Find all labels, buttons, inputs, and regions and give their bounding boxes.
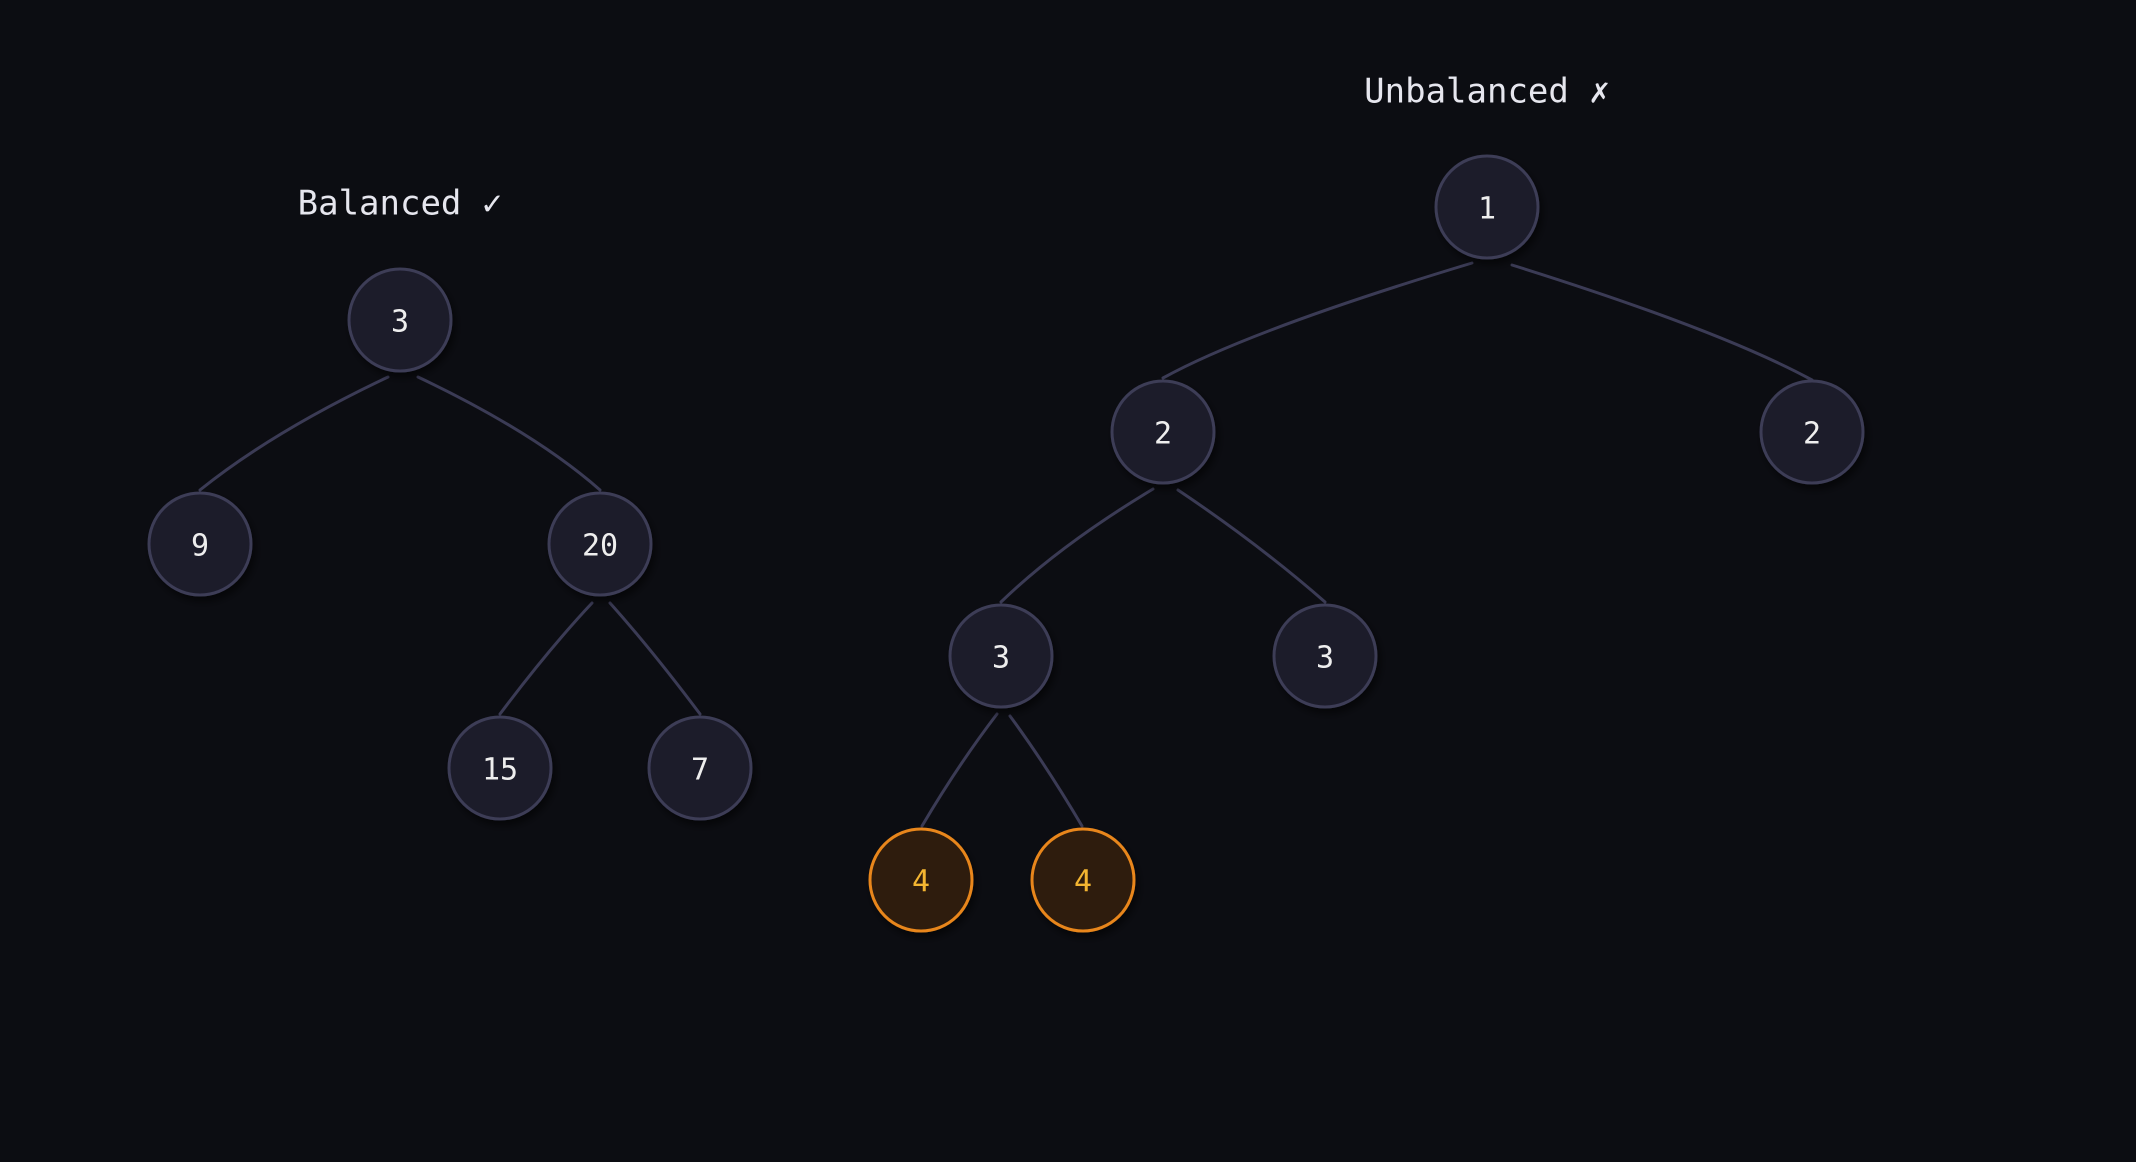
tree-node: 7 bbox=[647, 715, 753, 821]
tree-node: 3 bbox=[1272, 603, 1378, 709]
node-label: 9 bbox=[191, 529, 209, 564]
node-circle bbox=[547, 491, 653, 597]
edge bbox=[416, 375, 602, 492]
edge bbox=[498, 601, 594, 716]
node-label: 3 bbox=[992, 641, 1010, 676]
node-circle bbox=[1030, 827, 1136, 933]
balanced-tree-title: Balanced ✓ bbox=[298, 184, 503, 224]
node-label: 2 bbox=[1154, 417, 1172, 452]
tree-node: 20 bbox=[547, 491, 653, 597]
node-circle bbox=[347, 267, 453, 373]
tree-node: 15 bbox=[447, 715, 553, 821]
edge bbox=[1008, 714, 1084, 828]
tree-node: 2 bbox=[1110, 379, 1216, 485]
node-circle bbox=[948, 603, 1054, 709]
unbalanced-tree: Unbalanced ✗ 1 2 2 3 3 bbox=[868, 72, 1865, 933]
tree-node: 3 bbox=[948, 603, 1054, 709]
node-label: 1 bbox=[1478, 192, 1496, 227]
balanced-tree-edges bbox=[198, 375, 702, 716]
edge bbox=[920, 712, 999, 828]
node-circle bbox=[647, 715, 753, 821]
node-label: 2 bbox=[1803, 417, 1821, 452]
node-circle bbox=[1110, 379, 1216, 485]
edge bbox=[1161, 261, 1474, 380]
node-label: 20 bbox=[582, 529, 618, 564]
unbalanced-tree-edges bbox=[920, 261, 1814, 828]
tree-node: 1 bbox=[1434, 154, 1540, 260]
node-label: 4 bbox=[912, 865, 930, 900]
node-circle bbox=[1759, 379, 1865, 485]
tree-node: 4 bbox=[868, 827, 974, 933]
node-circle bbox=[147, 491, 253, 597]
tree-node: 2 bbox=[1759, 379, 1865, 485]
unbalanced-tree-title: Unbalanced ✗ bbox=[1364, 72, 1610, 112]
edge bbox=[1510, 263, 1814, 382]
node-circle bbox=[447, 715, 553, 821]
balanced-tree: Balanced ✓ 3 9 20 15 7 bbox=[147, 184, 753, 821]
node-label: 3 bbox=[391, 305, 409, 340]
edge bbox=[999, 487, 1155, 604]
edge bbox=[1176, 488, 1327, 604]
node-label: 15 bbox=[482, 753, 518, 788]
node-circle bbox=[1272, 603, 1378, 709]
tree-node: 4 bbox=[1030, 827, 1136, 933]
node-circle bbox=[1434, 154, 1540, 260]
edge bbox=[608, 601, 702, 716]
node-label: 4 bbox=[1074, 865, 1092, 900]
tree-node: 3 bbox=[347, 267, 453, 373]
edge bbox=[198, 375, 390, 492]
tree-node: 9 bbox=[147, 491, 253, 597]
node-circle bbox=[868, 827, 974, 933]
node-label: 3 bbox=[1316, 641, 1334, 676]
node-label: 7 bbox=[691, 753, 709, 788]
